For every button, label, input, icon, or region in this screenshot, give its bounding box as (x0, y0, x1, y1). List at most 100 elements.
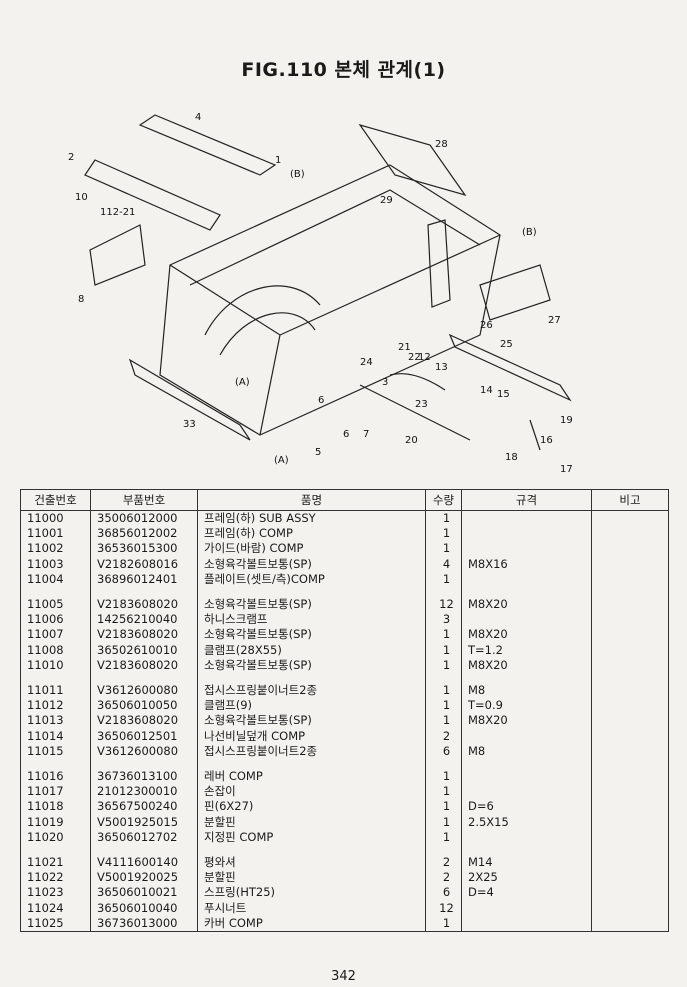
cell-part-number: V4111600140 (90, 855, 198, 871)
svg-text:28: 28 (435, 139, 448, 150)
cell-remarks (591, 885, 669, 901)
cell-remarks (591, 769, 669, 785)
cell-part-number: 35006012000 (90, 510, 198, 527)
cell-part-name (197, 587, 426, 598)
cell-spec (461, 915, 592, 933)
cell-part-number: V5001925015 (90, 814, 198, 830)
cell-quantity: 1 (425, 571, 462, 588)
cell-ref-number: 11011 (20, 683, 91, 699)
cell-ref-number: 11003 (20, 556, 91, 572)
rail-part (448, 333, 572, 402)
cell-spec: T=0.9 (461, 698, 592, 714)
cell-part-number: 36736013000 (90, 915, 198, 933)
cell-spec (461, 784, 592, 800)
cell-remarks (591, 541, 669, 557)
svg-text:17: 17 (560, 464, 573, 475)
cell-spec: D=6 (461, 799, 592, 815)
cell-part-name: 클램프(28X55) (197, 642, 426, 658)
svg-text:19: 19 (560, 415, 573, 426)
cell-quantity: 1 (425, 769, 462, 785)
cell-remarks (591, 814, 669, 830)
cell-quantity: 12 (425, 597, 462, 613)
cell-quantity: 1 (425, 829, 462, 846)
cell-part-name (197, 759, 426, 770)
cell-part-name: 나선비닐덮개 COMP (197, 728, 426, 744)
cell-part-number: V2183608020 (90, 597, 198, 613)
cell-spec (461, 829, 592, 846)
cell-part-name (197, 845, 426, 856)
frame-assembly-drawing: 2 4 1 10 112-21 8 28 29 (B) (B) 26 25 27… (68, 112, 573, 475)
svg-text:26: 26 (480, 320, 493, 331)
exploded-parts-diagram: 2 4 1 10 112-21 8 28 29 (B) (B) 26 25 27… (60, 85, 640, 480)
cell-quantity: 1 (425, 627, 462, 643)
cell-quantity: 1 (425, 915, 462, 933)
cell-quantity (425, 845, 462, 856)
cell-remarks (591, 728, 669, 744)
cell-spec: M8X20 (461, 597, 592, 613)
cell-ref-number: 11006 (20, 612, 91, 628)
cell-remarks (591, 587, 669, 598)
svg-text:(A): (A) (274, 455, 289, 466)
svg-text:14: 14 (480, 385, 493, 396)
cell-spec (461, 900, 592, 916)
lower-bar (128, 358, 251, 441)
cell-quantity: 1 (425, 657, 462, 674)
cell-part-number: 36506010050 (90, 698, 198, 714)
svg-text:13: 13 (435, 362, 448, 373)
cell-spec: D=4 (461, 885, 592, 901)
cell-spec: M8 (461, 683, 592, 699)
cell-spec (461, 845, 592, 856)
cell-ref-number: 11012 (20, 698, 91, 714)
svg-text:23: 23 (415, 399, 428, 410)
cell-remarks (591, 683, 669, 699)
cell-quantity (425, 587, 462, 598)
cell-quantity (425, 759, 462, 770)
svg-text:24: 24 (360, 357, 373, 368)
cell-ref-number: 11008 (20, 642, 91, 658)
cell-spec (461, 541, 592, 557)
cell-part-name: 하니스크램프 (197, 612, 426, 628)
cell-part-name: 스프링(HT25) (197, 885, 426, 901)
cell-ref-number: 11017 (20, 784, 91, 800)
svg-text:2: 2 (68, 152, 74, 163)
cell-quantity: 1 (425, 541, 462, 557)
main-frame (159, 164, 501, 436)
svg-text:(A): (A) (235, 377, 250, 388)
cell-remarks (591, 784, 669, 800)
svg-text:16: 16 (540, 435, 553, 446)
cell-remarks (591, 556, 669, 572)
table-row (20, 587, 669, 598)
cell-quantity: 1 (425, 799, 462, 815)
cell-quantity: 1 (425, 814, 462, 830)
cell-spec: M8X20 (461, 627, 592, 643)
cell-spec: T=1.2 (461, 642, 592, 658)
cell-quantity: 6 (425, 743, 462, 760)
cell-remarks (591, 673, 669, 684)
cell-part-name: 평와셔 (197, 855, 426, 871)
svg-text:29: 29 (380, 195, 393, 206)
cell-remarks (591, 915, 669, 933)
svg-text:21: 21 (398, 342, 411, 353)
svg-text:10: 10 (75, 192, 88, 203)
cell-ref-number: 11007 (20, 627, 91, 643)
svg-text:25: 25 (500, 339, 513, 350)
cell-spec: M14 (461, 855, 592, 871)
page-number: 342 (331, 969, 356, 984)
cell-quantity: 12 (425, 900, 462, 916)
cell-remarks (591, 759, 669, 770)
cell-remarks (591, 855, 669, 871)
right-column (427, 219, 451, 308)
cell-part-name: 지정핀 COMP (197, 829, 426, 846)
header-ref-number: 건출번호 (20, 489, 91, 511)
cell-remarks (591, 510, 669, 527)
cell-ref-number: 11014 (20, 728, 91, 744)
